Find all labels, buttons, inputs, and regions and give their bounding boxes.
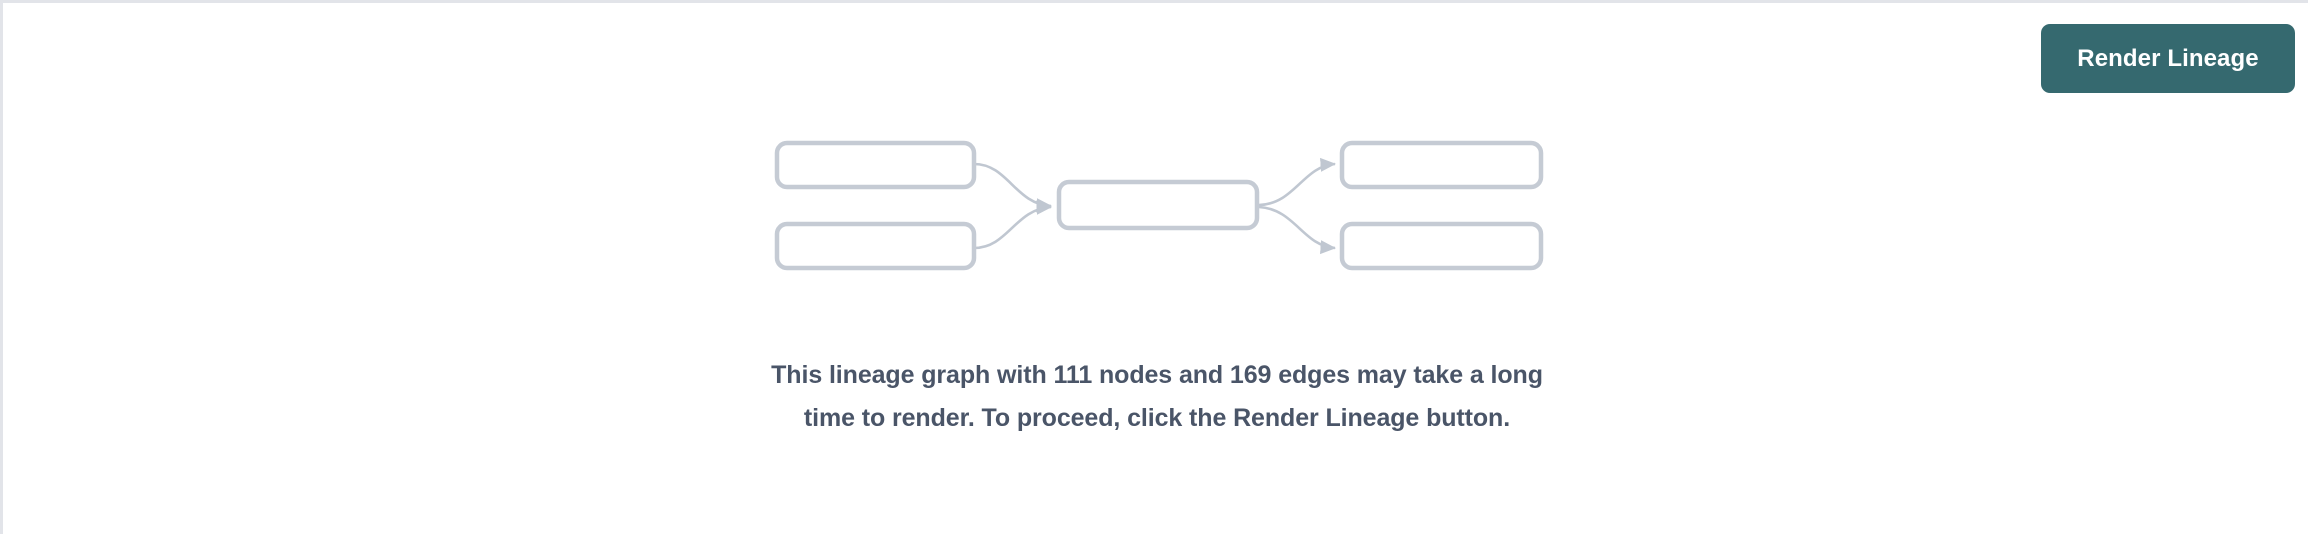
edge-source-b-to-center (973, 200, 1053, 250)
edge-center-to-target-b (1258, 205, 1337, 255)
graph-node-target-b (1339, 221, 1544, 271)
graph-node-center (1056, 179, 1260, 231)
edge-source-a-to-center (973, 162, 1053, 213)
lineage-warning-message: This lineage graph with 111 nodes and 16… (771, 361, 1543, 432)
node-group (774, 140, 1544, 271)
graph-node-target-a (1339, 140, 1544, 190)
render-lineage-button[interactable]: Render Lineage (2041, 24, 2295, 93)
edge-group (973, 157, 1337, 255)
graph-node-source-b (774, 221, 977, 271)
edge-center-to-target-a (1258, 157, 1337, 207)
lineage-graph-placeholder (743, 121, 1573, 291)
graph-node-source-a (774, 140, 977, 190)
